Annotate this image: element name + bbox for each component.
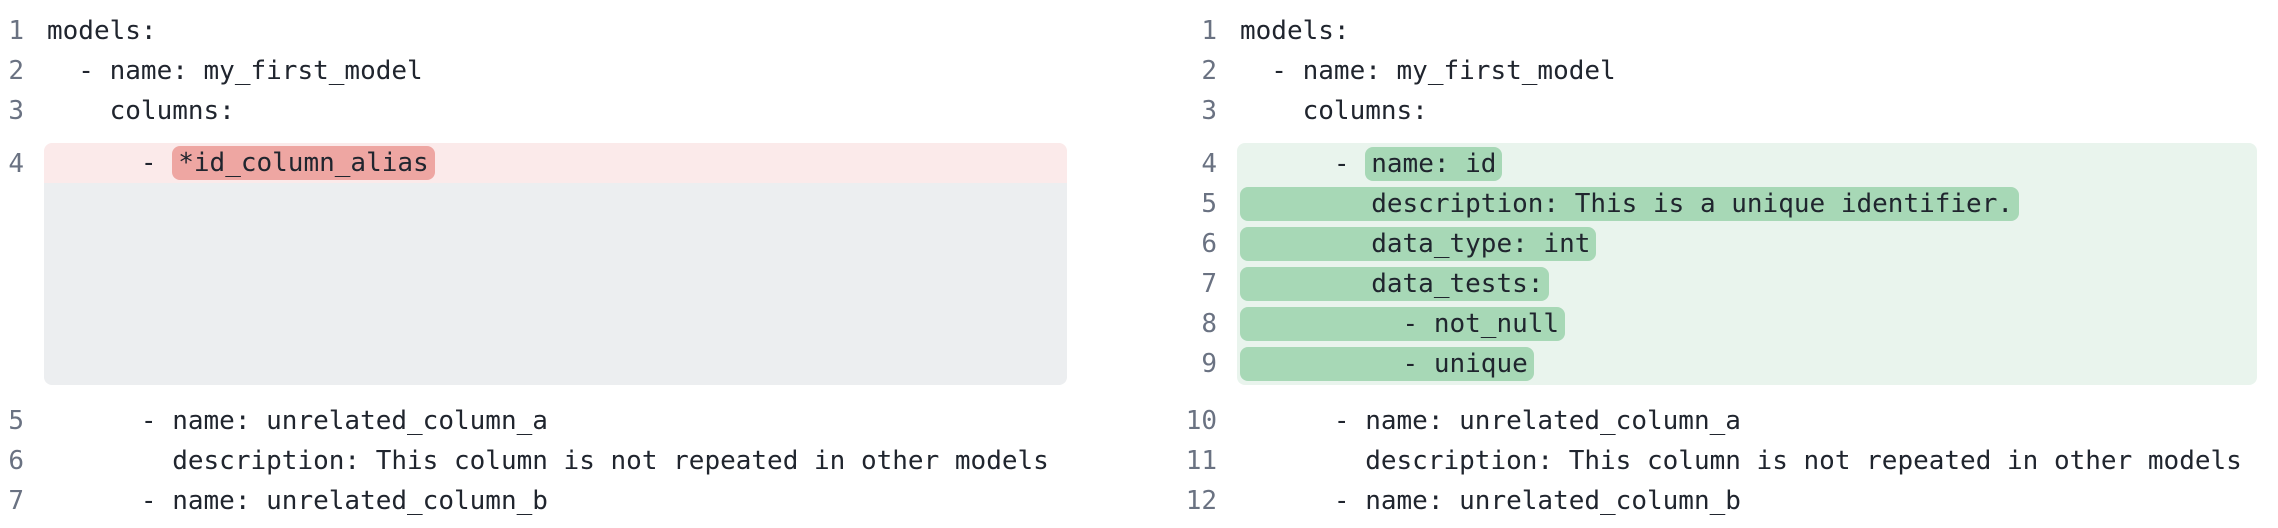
code-content: description: This column is not repeated…: [1237, 441, 2242, 481]
line-number: 5: [8, 406, 24, 436]
code-line: 3 columns:: [0, 91, 1139, 131]
code-line: 2 - name: my_first_model: [1139, 51, 2278, 91]
line-number: 1: [1201, 16, 1217, 46]
code-content: - name: unrelated_column_a: [44, 401, 548, 441]
code-text: - name: unrelated_column_b: [47, 486, 548, 516]
code-text: -: [1240, 149, 1366, 179]
added-line: - not_null: [1237, 304, 2257, 344]
line-number: 7: [1201, 269, 1217, 299]
code-text: description: This column is not repeated…: [47, 446, 1049, 476]
hunk-line-numbers: 4 5 6 7 8 9: [1139, 143, 1217, 385]
line-number: 4: [1201, 149, 1217, 179]
line-number: 6: [8, 446, 24, 476]
hunk-code-block: - *id_column_alias: [44, 143, 1067, 385]
hunk-line-numbers: 4: [0, 143, 24, 385]
code-content: columns:: [44, 91, 235, 131]
added-word-highlight: description: This is a unique identifier…: [1240, 187, 2020, 221]
code-text: -: [47, 148, 173, 178]
line-number: 11: [1185, 446, 1217, 476]
code-content: models:: [1237, 11, 1350, 51]
line-number: 10: [1185, 406, 1217, 436]
added-word-highlight: - unique: [1240, 347, 1534, 381]
code-line: 1 models:: [1139, 11, 2278, 51]
added-line: - name: id: [1237, 144, 2257, 184]
code-text: - name: my_first_model: [47, 56, 423, 86]
line-number: 9: [1201, 349, 1217, 379]
removed-line: - *id_column_alias: [44, 143, 1067, 183]
hunk-code-block: - name: id description: This is a unique…: [1237, 143, 2257, 385]
code-line: 3 columns:: [1139, 91, 2278, 131]
diff-hunk: 4 5 6 7 8 9 - name: id description: This is a…: [1139, 143, 2278, 385]
code-line: 12 - name: unrelated_column_b: [1139, 481, 2278, 521]
code-text: - name: unrelated_column_a: [1240, 406, 1741, 436]
removed-word-highlight: *id_column_alias: [172, 146, 435, 180]
line-number: 8: [1201, 309, 1217, 339]
code-line: 5 - name: unrelated_column_a: [0, 401, 1139, 441]
code-text: - name: unrelated_column_b: [1240, 486, 1741, 516]
code-content: - name: unrelated_column_a: [1237, 401, 1741, 441]
line-number: 2: [8, 56, 24, 86]
code-text: - name: my_first_model: [1240, 56, 1616, 86]
code-content: models:: [44, 11, 157, 51]
code-content: description: This column is not repeated…: [44, 441, 1049, 481]
added-word-highlight: data_tests:: [1240, 267, 1550, 301]
code-line: 10 - name: unrelated_column_a: [1139, 401, 2278, 441]
added-line: data_type: int: [1237, 224, 2257, 264]
added-word-highlight: name: id: [1365, 147, 1503, 181]
code-content: - name: my_first_model: [44, 51, 423, 91]
code-line: 2 - name: my_first_model: [0, 51, 1139, 91]
code-text: columns:: [1240, 96, 1428, 126]
code-content: - name: unrelated_column_b: [44, 481, 548, 521]
added-line: data_tests:: [1237, 264, 2257, 304]
code-line: 6 description: This column is not repeat…: [0, 441, 1139, 481]
line-number: 3: [1201, 96, 1217, 126]
code-line: 7 - name: unrelated_column_b: [0, 481, 1139, 521]
line-number: 5: [1201, 189, 1217, 219]
code-content: - name: my_first_model: [1237, 51, 1616, 91]
code-line: 1 models:: [0, 11, 1139, 51]
added-line: - unique: [1237, 344, 2257, 384]
line-number: 1: [8, 16, 24, 46]
line-number: 2: [1201, 56, 1217, 86]
code-content: columns:: [1237, 91, 1428, 131]
line-number: 12: [1185, 486, 1217, 516]
code-content: - name: unrelated_column_b: [1237, 481, 1741, 521]
code-text: - name: unrelated_column_a: [47, 406, 548, 436]
added-line: description: This is a unique identifier…: [1237, 184, 2257, 224]
code-line: 11 description: This column is not repea…: [1139, 441, 2278, 481]
code-text: models:: [47, 16, 157, 46]
added-word-highlight: - not_null: [1240, 307, 1566, 341]
code-text: description: This column is not repeated…: [1240, 446, 2242, 476]
code-text: models:: [1240, 16, 1350, 46]
line-number: 3: [8, 96, 24, 126]
line-number: 6: [1201, 229, 1217, 259]
code-text: columns:: [47, 96, 235, 126]
line-number: 4: [8, 149, 24, 179]
added-word-highlight: data_type: int: [1240, 227, 1597, 261]
line-number: 7: [8, 486, 24, 516]
collapsed-filler-block: [44, 183, 1067, 385]
diff-hunk: 4 - *id_column_alias: [0, 143, 1139, 385]
